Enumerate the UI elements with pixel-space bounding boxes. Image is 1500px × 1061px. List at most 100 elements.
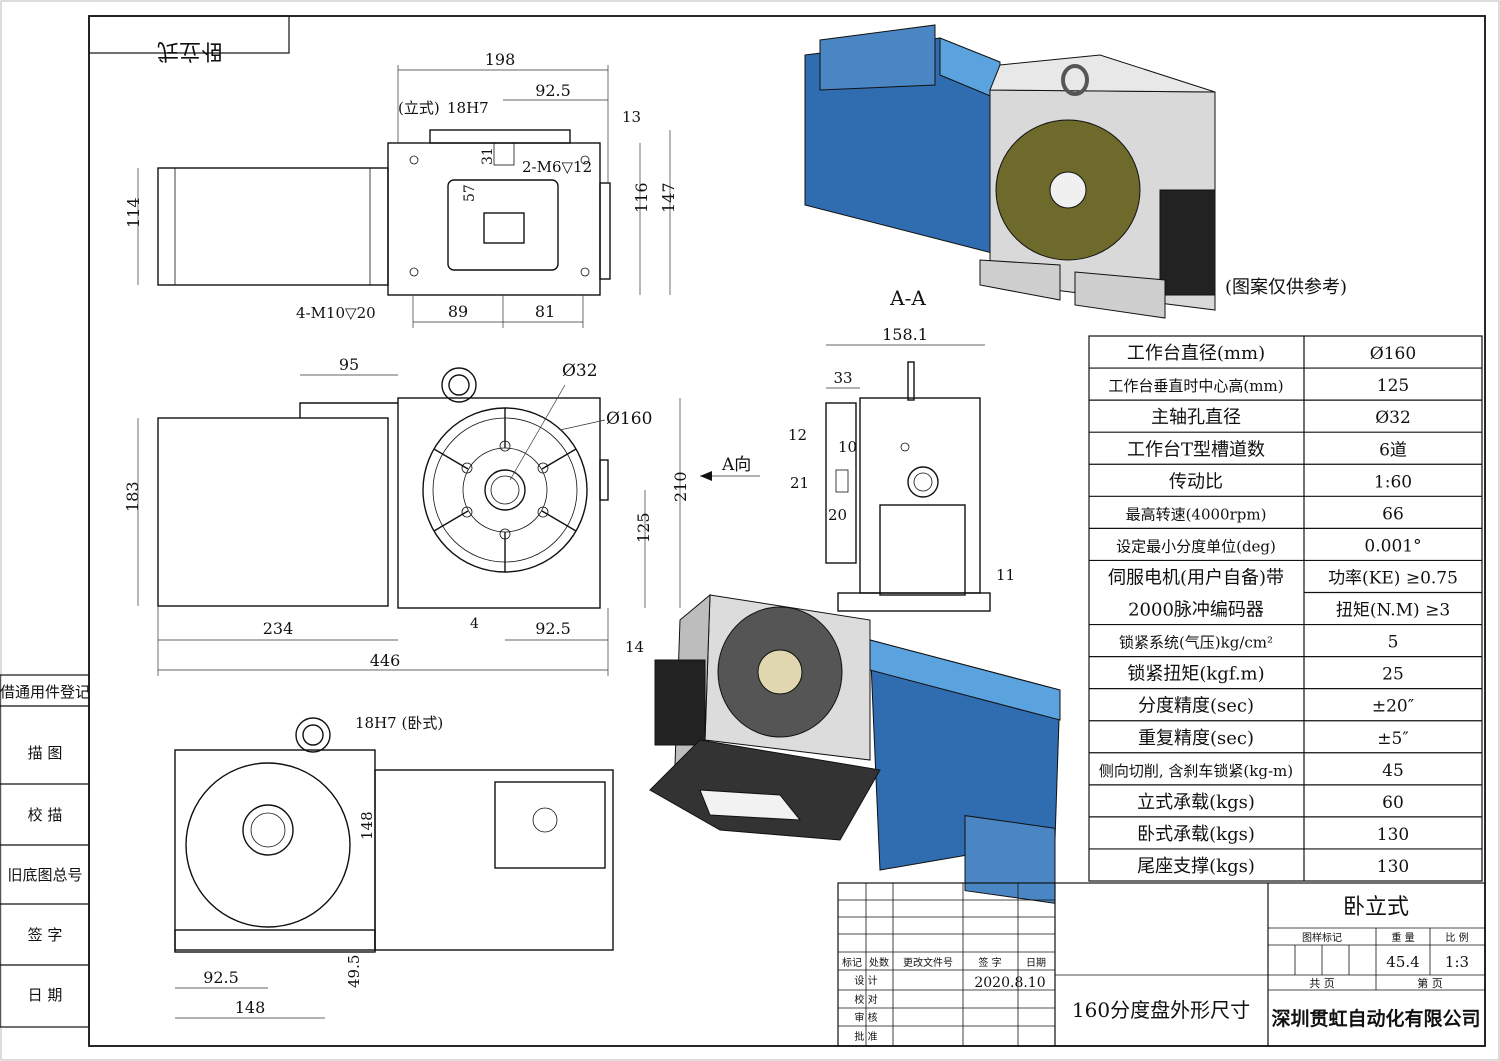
spec-value: 60 <box>1382 793 1404 813</box>
tb-weight-label: 重 量 <box>1391 931 1414 944</box>
spec-value: 130 <box>1377 857 1409 877</box>
section-title: A-A <box>889 286 926 310</box>
spec-value: ±20″ <box>1372 697 1414 717</box>
front-dim-6: 234 <box>263 619 294 638</box>
top-dim-9: 116 <box>632 182 651 213</box>
section-dim-4: 21 <box>790 474 809 492</box>
tb-col-1: 处数 <box>869 956 889 969</box>
front-dim-4: 210 <box>671 471 690 502</box>
top-dim-13: 81 <box>535 302 555 321</box>
top-dim-11: 4-M10▽20 <box>296 304 376 322</box>
spec-value: 125 <box>1377 376 1409 396</box>
spec-label: 锁紧系统(气压)kg/cm² <box>1119 634 1273 652</box>
front-dim-5: 125 <box>634 512 653 543</box>
side-stamp-column: 借通用件登记 描 图 校 描 旧底图总号 签 字 日 期 <box>0 674 90 1028</box>
spec-label: 伺服电机(用户自备)带 <box>1108 568 1284 589</box>
spec-value: Ø160 <box>1370 344 1416 364</box>
tb-col-4: 日期 <box>1026 957 1046 969</box>
render-horizontal <box>649 593 1061 904</box>
render-note: (图案仅供参考) <box>1225 277 1347 298</box>
horiz-dim-3: 148 <box>235 998 266 1017</box>
front-dim-8: 92.5 <box>535 619 571 638</box>
tb-total: 共 页 <box>1309 977 1335 990</box>
spec-label: 重复精度(sec) <box>1138 728 1254 749</box>
top-dim-7: 57 <box>462 184 478 202</box>
title-block: 标记 处数 更改文件号 签 字 日期 设 计 校 对 审 核 批 准 2020.… <box>837 882 1486 1047</box>
top-dim-12: 89 <box>448 302 468 321</box>
tb-col-0: 标记 <box>842 957 862 969</box>
tb-row-2: 审 核 <box>854 1011 877 1024</box>
tb-type: 卧立式 <box>1343 895 1409 920</box>
front-dim-10: 446 <box>370 651 401 670</box>
spec-label: 工作台T型槽道数 <box>1127 439 1265 460</box>
tb-row-1: 校 对 <box>854 993 877 1006</box>
section-dim-3: 10 <box>838 438 857 456</box>
spec-value: 功率(KE) ≥0.75 <box>1328 569 1458 589</box>
top-dim-1: 92.5 <box>535 81 571 100</box>
front-dim-2: Ø160 <box>606 409 652 429</box>
spec-value: 1:60 <box>1374 472 1412 492</box>
spec-label: 尾座支撑(kgs) <box>1137 856 1255 877</box>
top-dim-5: 31 <box>480 147 496 165</box>
horiz-dim-1: 148 <box>358 811 376 840</box>
front-dim-9: 14 <box>625 638 644 656</box>
spec-label: 立式承载(kgs) <box>1137 792 1255 813</box>
front-view: 95 Ø32 Ø160 183 210 125 A向 234 4 92.5 14… <box>123 355 760 676</box>
section-dim-5: 20 <box>828 506 847 524</box>
tb-row-0: 设 计 <box>854 974 877 987</box>
tb-company: 深圳贯虹自动化有限公司 <box>1271 1007 1480 1030</box>
horiz-dim-2: 92.5 <box>203 968 239 987</box>
section-dim-2: 12 <box>788 426 807 444</box>
spec-value: 130 <box>1377 825 1409 845</box>
top-dim-6: 2-M6▽12 <box>522 158 592 176</box>
tb-mark-label: 图样标记 <box>1302 931 1342 944</box>
front-arrow-label: A向 <box>721 455 751 475</box>
top-dim-4: 13 <box>622 108 641 126</box>
stamp-1: 描 图 <box>28 744 63 762</box>
tb-col-2: 更改文件号 <box>903 956 953 969</box>
spec-label: 2000脉冲编码器 <box>1128 600 1264 621</box>
horiz-dim-4: 49.5 <box>345 955 363 988</box>
spec-label: 工作台垂直时中心高(mm) <box>1108 377 1283 395</box>
stamp-3: 旧底图总号 <box>7 866 82 884</box>
stamp-5: 日 期 <box>28 986 63 1004</box>
spec-label: 卧式承载(kgs) <box>1137 824 1255 845</box>
tb-drawing-name: 160分度盘外形尺寸 <box>1072 998 1250 1022</box>
top-dim-0: 198 <box>485 50 516 69</box>
tb-col-3: 签 字 <box>978 956 1001 969</box>
spec-label: 锁紧扭矩(kgf.m) <box>1127 664 1264 685</box>
tb-scale: 1:3 <box>1445 953 1469 971</box>
spec-label: 工作台直径(mm) <box>1127 343 1265 364</box>
front-dim-7: 4 <box>470 616 479 632</box>
mirrored-label-box: 卧立式 <box>88 15 290 63</box>
section-dim-0: 158.1 <box>882 325 928 344</box>
spec-value: ±5″ <box>1377 729 1408 749</box>
top-dim-8: 114 <box>124 197 143 228</box>
spec-label: 分度精度(sec) <box>1138 696 1254 717</box>
front-dim-1: Ø32 <box>562 361 598 381</box>
horizontal-view: 18H7 (卧式) 148 92.5 148 49.5 <box>174 714 614 1019</box>
spec-value: 6道 <box>1379 440 1407 460</box>
spec-label: 设定最小分度单位(deg) <box>1116 537 1276 555</box>
spec-label: 最高转速(4000rpm) <box>1126 505 1267 523</box>
spec-value: 0.001° <box>1364 536 1421 556</box>
spec-value: 5 <box>1388 633 1399 653</box>
top-view: 198 92.5 (立式) 18H7 13 31 2-M6▽12 57 114 … <box>124 50 678 328</box>
section-dim-6: 11 <box>996 566 1015 584</box>
spec-value: 扭矩(N.M) ≥3 <box>1336 601 1450 621</box>
stamp-2: 校 描 <box>28 806 63 824</box>
spec-label: 传动比 <box>1169 471 1223 492</box>
inner-frame <box>88 15 1486 1047</box>
top-dim-2: (立式) <box>398 99 440 117</box>
spec-value: 45 <box>1382 761 1404 781</box>
render-upright <box>804 24 1216 319</box>
front-dim-0: 95 <box>339 355 359 374</box>
spec-label: 主轴孔直径 <box>1151 407 1241 428</box>
tb-page: 第 页 <box>1417 976 1443 990</box>
horiz-dim-0: 18H7 (卧式) <box>355 714 443 732</box>
top-dim-10: 147 <box>659 182 678 213</box>
section-dim-1: 33 <box>833 369 852 387</box>
